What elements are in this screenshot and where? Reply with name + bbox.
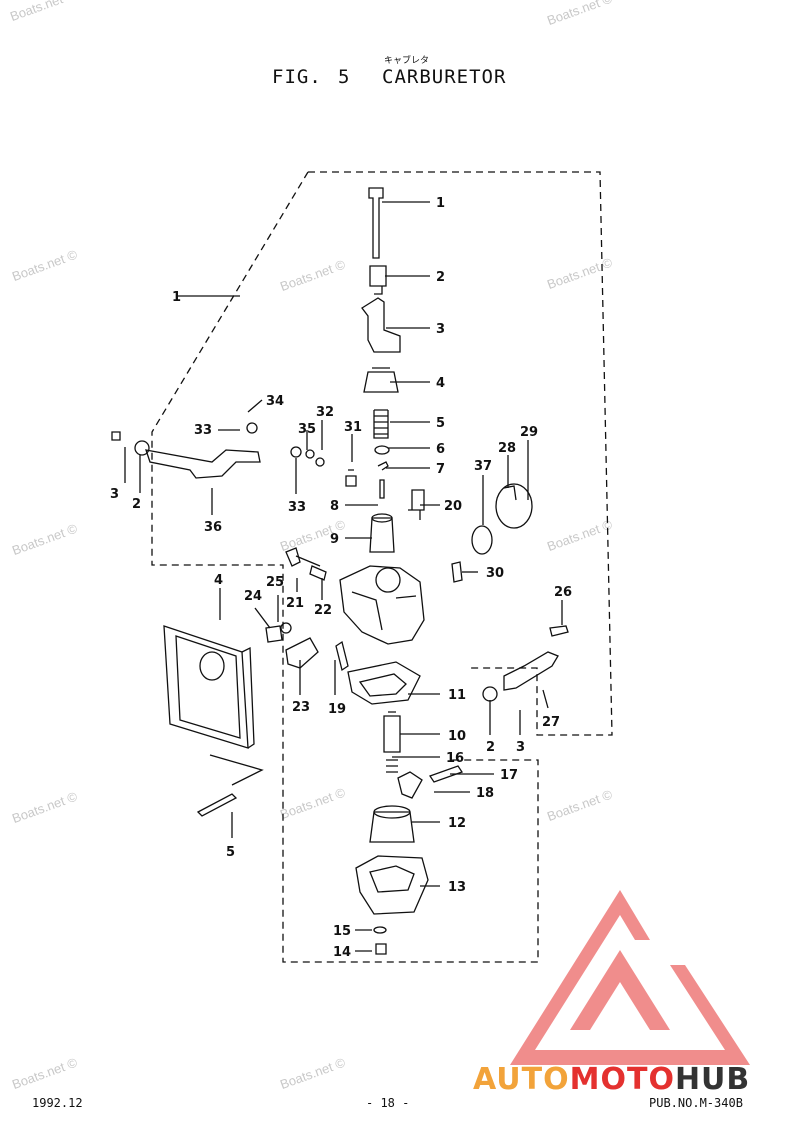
page-title: CARBURETOR bbox=[382, 66, 507, 88]
callout-number: 20 bbox=[444, 499, 462, 514]
callout-number: 1 bbox=[172, 290, 181, 305]
automotohub-logo-mark bbox=[510, 890, 750, 1065]
callout-number: 13 bbox=[448, 880, 466, 895]
footer-date: 1992.12 bbox=[32, 1096, 83, 1110]
callout-number: 15 bbox=[333, 924, 351, 939]
callout-number: 31 bbox=[344, 420, 362, 435]
figure-label: FIG. bbox=[272, 66, 322, 88]
logo-moto: MOTO bbox=[569, 1062, 675, 1097]
callout-number: 34 bbox=[266, 394, 284, 409]
callout-number: 1 bbox=[436, 196, 445, 211]
callout-number: 2 bbox=[132, 497, 141, 512]
callout-number: 33 bbox=[194, 423, 212, 438]
callout-number: 29 bbox=[520, 425, 538, 440]
callout-number: 17 bbox=[500, 768, 518, 783]
callout-number: 35 bbox=[298, 422, 316, 437]
callout-number: 22 bbox=[314, 603, 332, 618]
callout-number: 12 bbox=[448, 816, 466, 831]
footer-page-number: - 18 - bbox=[366, 1096, 410, 1110]
callout-number: 27 bbox=[542, 715, 560, 730]
title-kana: キャブレタ bbox=[384, 56, 430, 66]
callout-number: 2 bbox=[486, 740, 495, 755]
callout-number: 4 bbox=[436, 376, 445, 391]
callout-number: 23 bbox=[292, 700, 310, 715]
callout-number: 16 bbox=[446, 751, 464, 766]
callout-number: 7 bbox=[436, 462, 445, 477]
callout-number: 3 bbox=[516, 740, 525, 755]
callout-number: 25 bbox=[266, 575, 284, 590]
logo-auto: AUTO bbox=[473, 1062, 570, 1097]
figure-number: 5 bbox=[338, 66, 351, 88]
callout-number: 26 bbox=[554, 585, 572, 600]
callout-number: 3 bbox=[110, 487, 119, 502]
callout-number: 21 bbox=[286, 596, 304, 611]
logo-hub: HUB bbox=[674, 1062, 751, 1097]
callout-number: 33 bbox=[288, 500, 306, 515]
callout-number: 9 bbox=[330, 532, 339, 547]
callout-number: 5 bbox=[436, 416, 445, 431]
callout-number: 24 bbox=[244, 589, 262, 604]
callout-number: 36 bbox=[204, 520, 222, 535]
callout-number: 6 bbox=[436, 442, 445, 457]
callout-number: 5 bbox=[226, 845, 235, 860]
callout-number: 14 bbox=[333, 945, 351, 960]
callout-number: 19 bbox=[328, 702, 346, 717]
callout-number: 37 bbox=[474, 459, 492, 474]
callout-number: 30 bbox=[486, 566, 504, 581]
callout-number: 28 bbox=[498, 441, 516, 456]
automotohub-logo-text: AUTOMOTOHUB bbox=[473, 1062, 750, 1097]
callout-number: 18 bbox=[476, 786, 494, 801]
callout-number: 32 bbox=[316, 405, 334, 420]
callout-number: 8 bbox=[330, 499, 339, 514]
callout-number: 4 bbox=[214, 573, 223, 588]
callout-number: 2 bbox=[436, 270, 445, 285]
callout-number: 11 bbox=[448, 688, 466, 703]
footer-pub-number: PUB.NO.M-340B bbox=[649, 1096, 743, 1110]
callout-number: 3 bbox=[436, 322, 445, 337]
callout-number: 10 bbox=[448, 729, 466, 744]
